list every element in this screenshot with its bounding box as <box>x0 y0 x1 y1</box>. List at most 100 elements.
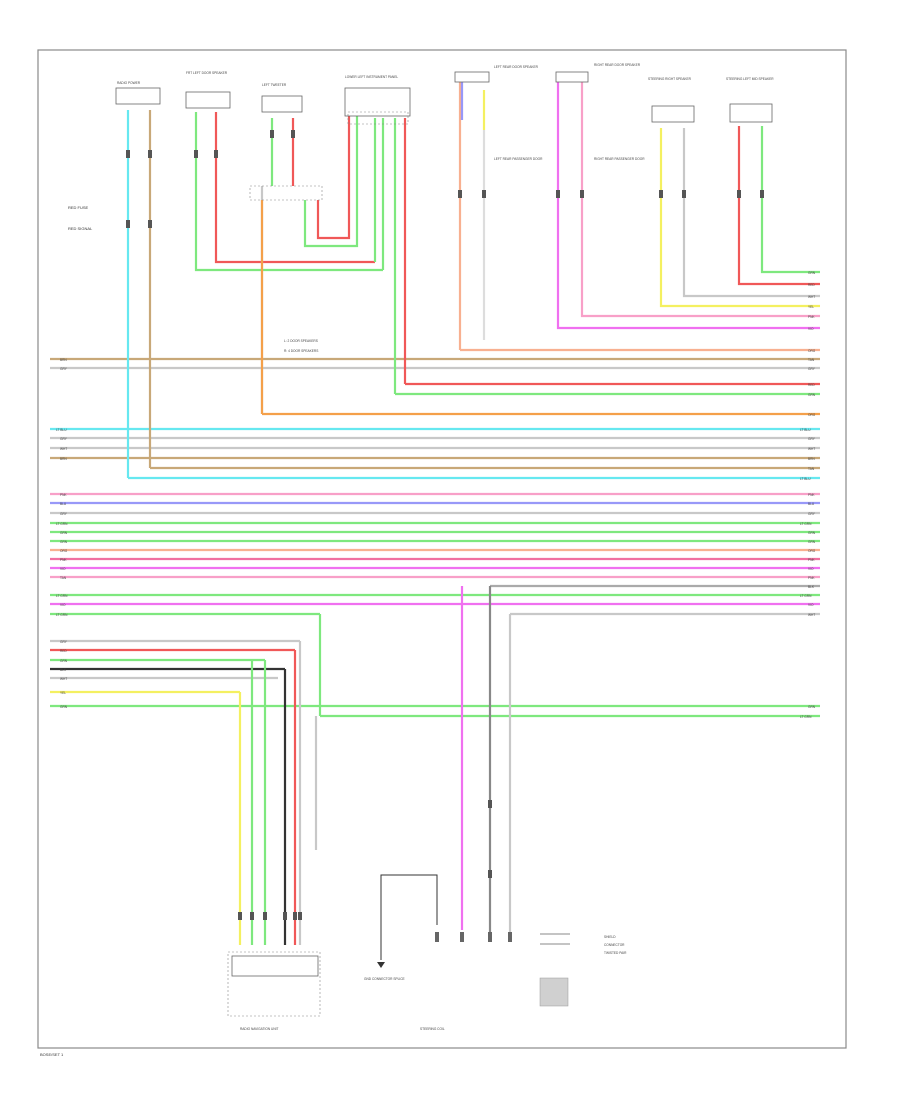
code-vio-3: VIO <box>808 603 814 607</box>
connector-left-rear-door: LEFT REAR DOOR SPEAKER <box>454 65 539 83</box>
connector-steering-right-label: STEERING RIGHT SPEAKER <box>648 77 692 81</box>
connector-left-tweeter: LEFT TWEETER <box>261 83 303 113</box>
steering-coil-label: STEERING COIL <box>420 1027 445 1031</box>
code-yel-1: YEL <box>808 305 814 309</box>
right-wire-codes: GRN RED WHT YEL PNK VIO ORG TAN GRY RED … <box>800 271 816 719</box>
code-vio-2: VIO <box>808 567 814 571</box>
code-gry-3: GRY <box>808 512 816 516</box>
lcode-gry-4: GRY <box>60 640 68 644</box>
wire-v-gray-f <box>682 128 820 298</box>
wire-v-red-a <box>214 112 375 264</box>
note-4-door: R: 4 DOOR SPEAKERS <box>284 349 318 353</box>
legend-connector: CONNECTOR <box>604 943 625 947</box>
lcode-org-1: ORG <box>60 549 68 553</box>
lcode-ltblu-1: LT BLU <box>56 428 67 432</box>
code-brn-1: BRN <box>808 457 815 461</box>
code-ltgrn-1: LT GRN <box>800 522 812 526</box>
splice-box-lower-ip <box>347 111 409 125</box>
center-connector-pins <box>435 932 512 942</box>
lcode-gry-3: GRY <box>60 512 68 516</box>
code-pnk-2: PNK <box>808 493 815 497</box>
code-grn-4: GRN <box>808 540 816 544</box>
lcode-vio-2: VIO <box>60 603 66 607</box>
lcode-grn-3: GRN <box>60 659 68 663</box>
left-wire-codes: BRN GRY LT BLU GRY WHT BRN PNK BLU GRY L… <box>56 358 68 709</box>
lcode-tan-1: TAN <box>60 576 67 580</box>
code-ltblu-1: LT BLU <box>800 428 811 432</box>
code-tan-2: TAN <box>808 467 815 471</box>
code-pnk-3: PNK <box>808 558 815 562</box>
connector-left-tweeter-label: LEFT TWEETER <box>262 83 287 87</box>
code-pnk-1: PNK <box>808 315 815 319</box>
code-gry-1: GRY <box>808 367 816 371</box>
lcode-vio-1: VIO <box>60 567 66 571</box>
connector-radio-power: RADIO POWER <box>115 81 161 105</box>
frame-label: BOSE/SET 1 <box>40 1052 64 1057</box>
wire-v-pink-e <box>580 80 820 318</box>
wire-v-magenta-e <box>556 80 820 330</box>
wire-v-red-g <box>737 126 820 286</box>
note-right-rear-door: RIGHT REAR PASSENGER DOOR <box>594 157 645 161</box>
connector-steering-left-mid: STEERING LEFT MID SPEAKER <box>726 77 774 123</box>
code-grn-2: GRN <box>808 393 816 397</box>
horizontal-wires <box>50 348 820 718</box>
code-gry-2: GRY <box>808 437 816 441</box>
connector-left-rear-door-label: LEFT REAR DOOR SPEAKER <box>494 65 539 69</box>
code-wht-2: WHT <box>808 447 815 451</box>
lcode-grn-2: GRN <box>60 540 68 544</box>
lcode-ltgrn-2: LT GRN <box>56 594 68 598</box>
lcode-blk-1: BLK <box>60 668 67 672</box>
legend-twisted-swatch <box>539 977 569 1007</box>
code-grn-3: GRN <box>808 531 816 535</box>
legend: SHIELD CONNECTOR TWISTED PAIR <box>539 933 627 1007</box>
lcode-pnk-2: PNK <box>60 558 67 562</box>
code-blu-1: BLU <box>808 502 815 506</box>
code-vio-1: VIO <box>808 327 814 331</box>
code-ltgrn-3: LT GRN <box>800 715 812 719</box>
connector-lower-left-ip-label: LOWER LEFT INSTRUMENT PANEL <box>345 75 398 79</box>
connector-steering-right: STEERING RIGHT SPEAKER <box>648 77 695 123</box>
lcode-red-1: RED <box>60 649 67 653</box>
connector-steering-left-mid-label: STEERING LEFT MID SPEAKER <box>726 77 774 81</box>
connector-right-rear-door: RIGHT REAR DOOR SPEAKER <box>555 63 641 83</box>
note-2-door: L: 2 DOOR SPEAKERS <box>284 339 318 343</box>
note-left-rear-door: LEFT REAR PASSENGER DOOR <box>494 157 543 161</box>
lcode-grn-1: GRN <box>60 531 68 535</box>
side-label-signal: RED SIGNAL <box>68 226 93 231</box>
ground-symbol <box>377 962 385 968</box>
side-label-fuse: RED FUSE <box>68 205 89 210</box>
diagram-frame <box>37 49 847 1049</box>
lcode-yel-1: YEL <box>60 691 66 695</box>
legend-shield: SHIELD <box>604 935 616 939</box>
code-blk-1: BLK <box>808 585 815 589</box>
splice-box-tweeter <box>249 185 323 201</box>
lcode-wht-1: WHT <box>60 447 67 451</box>
code-org-1: ORG <box>808 349 816 353</box>
connector-radio-power-label: RADIO POWER <box>117 81 141 85</box>
code-red-2: RED <box>808 383 815 387</box>
code-grn-1: GRN <box>808 271 816 275</box>
connector-front-left-door: FRT LEFT DOOR SPEAKER <box>185 71 231 109</box>
code-ltgrn-2: LT GRN <box>800 594 812 598</box>
connector-right-rear-door-label: RIGHT REAR DOOR SPEAKER <box>594 63 641 67</box>
connector-front-left-door-label: FRT LEFT DOOR SPEAKER <box>186 71 228 75</box>
lcode-wht-2: WHT <box>60 677 67 681</box>
code-wht-1: WHT <box>808 295 815 299</box>
lcode-gry-1: GRY <box>60 367 68 371</box>
wire-connector-stubs <box>126 130 764 920</box>
wire-v-green-g <box>760 126 820 274</box>
code-org-3: ORG <box>808 549 816 553</box>
lcode-gry-2: GRY <box>60 437 68 441</box>
lcode-blu-1: BLU <box>60 502 67 506</box>
wire-v-red-b2 <box>316 116 351 240</box>
ground-label: GND CONNECTOR SPLICE <box>364 977 405 981</box>
lcode-brn-2: BRN <box>60 457 67 461</box>
lcode-ltgrn-1: LT GRN <box>56 522 68 526</box>
connector-lower-left-ip: LOWER LEFT INSTRUMENT PANEL <box>344 75 411 117</box>
code-tan-1: TAN <box>808 358 815 362</box>
legend-twisted-pair: TWISTED PAIR <box>604 951 627 955</box>
code-ltblu-2: LT BLU <box>800 477 811 481</box>
ground-wire <box>380 874 438 960</box>
code-red-1: RED <box>808 283 815 287</box>
